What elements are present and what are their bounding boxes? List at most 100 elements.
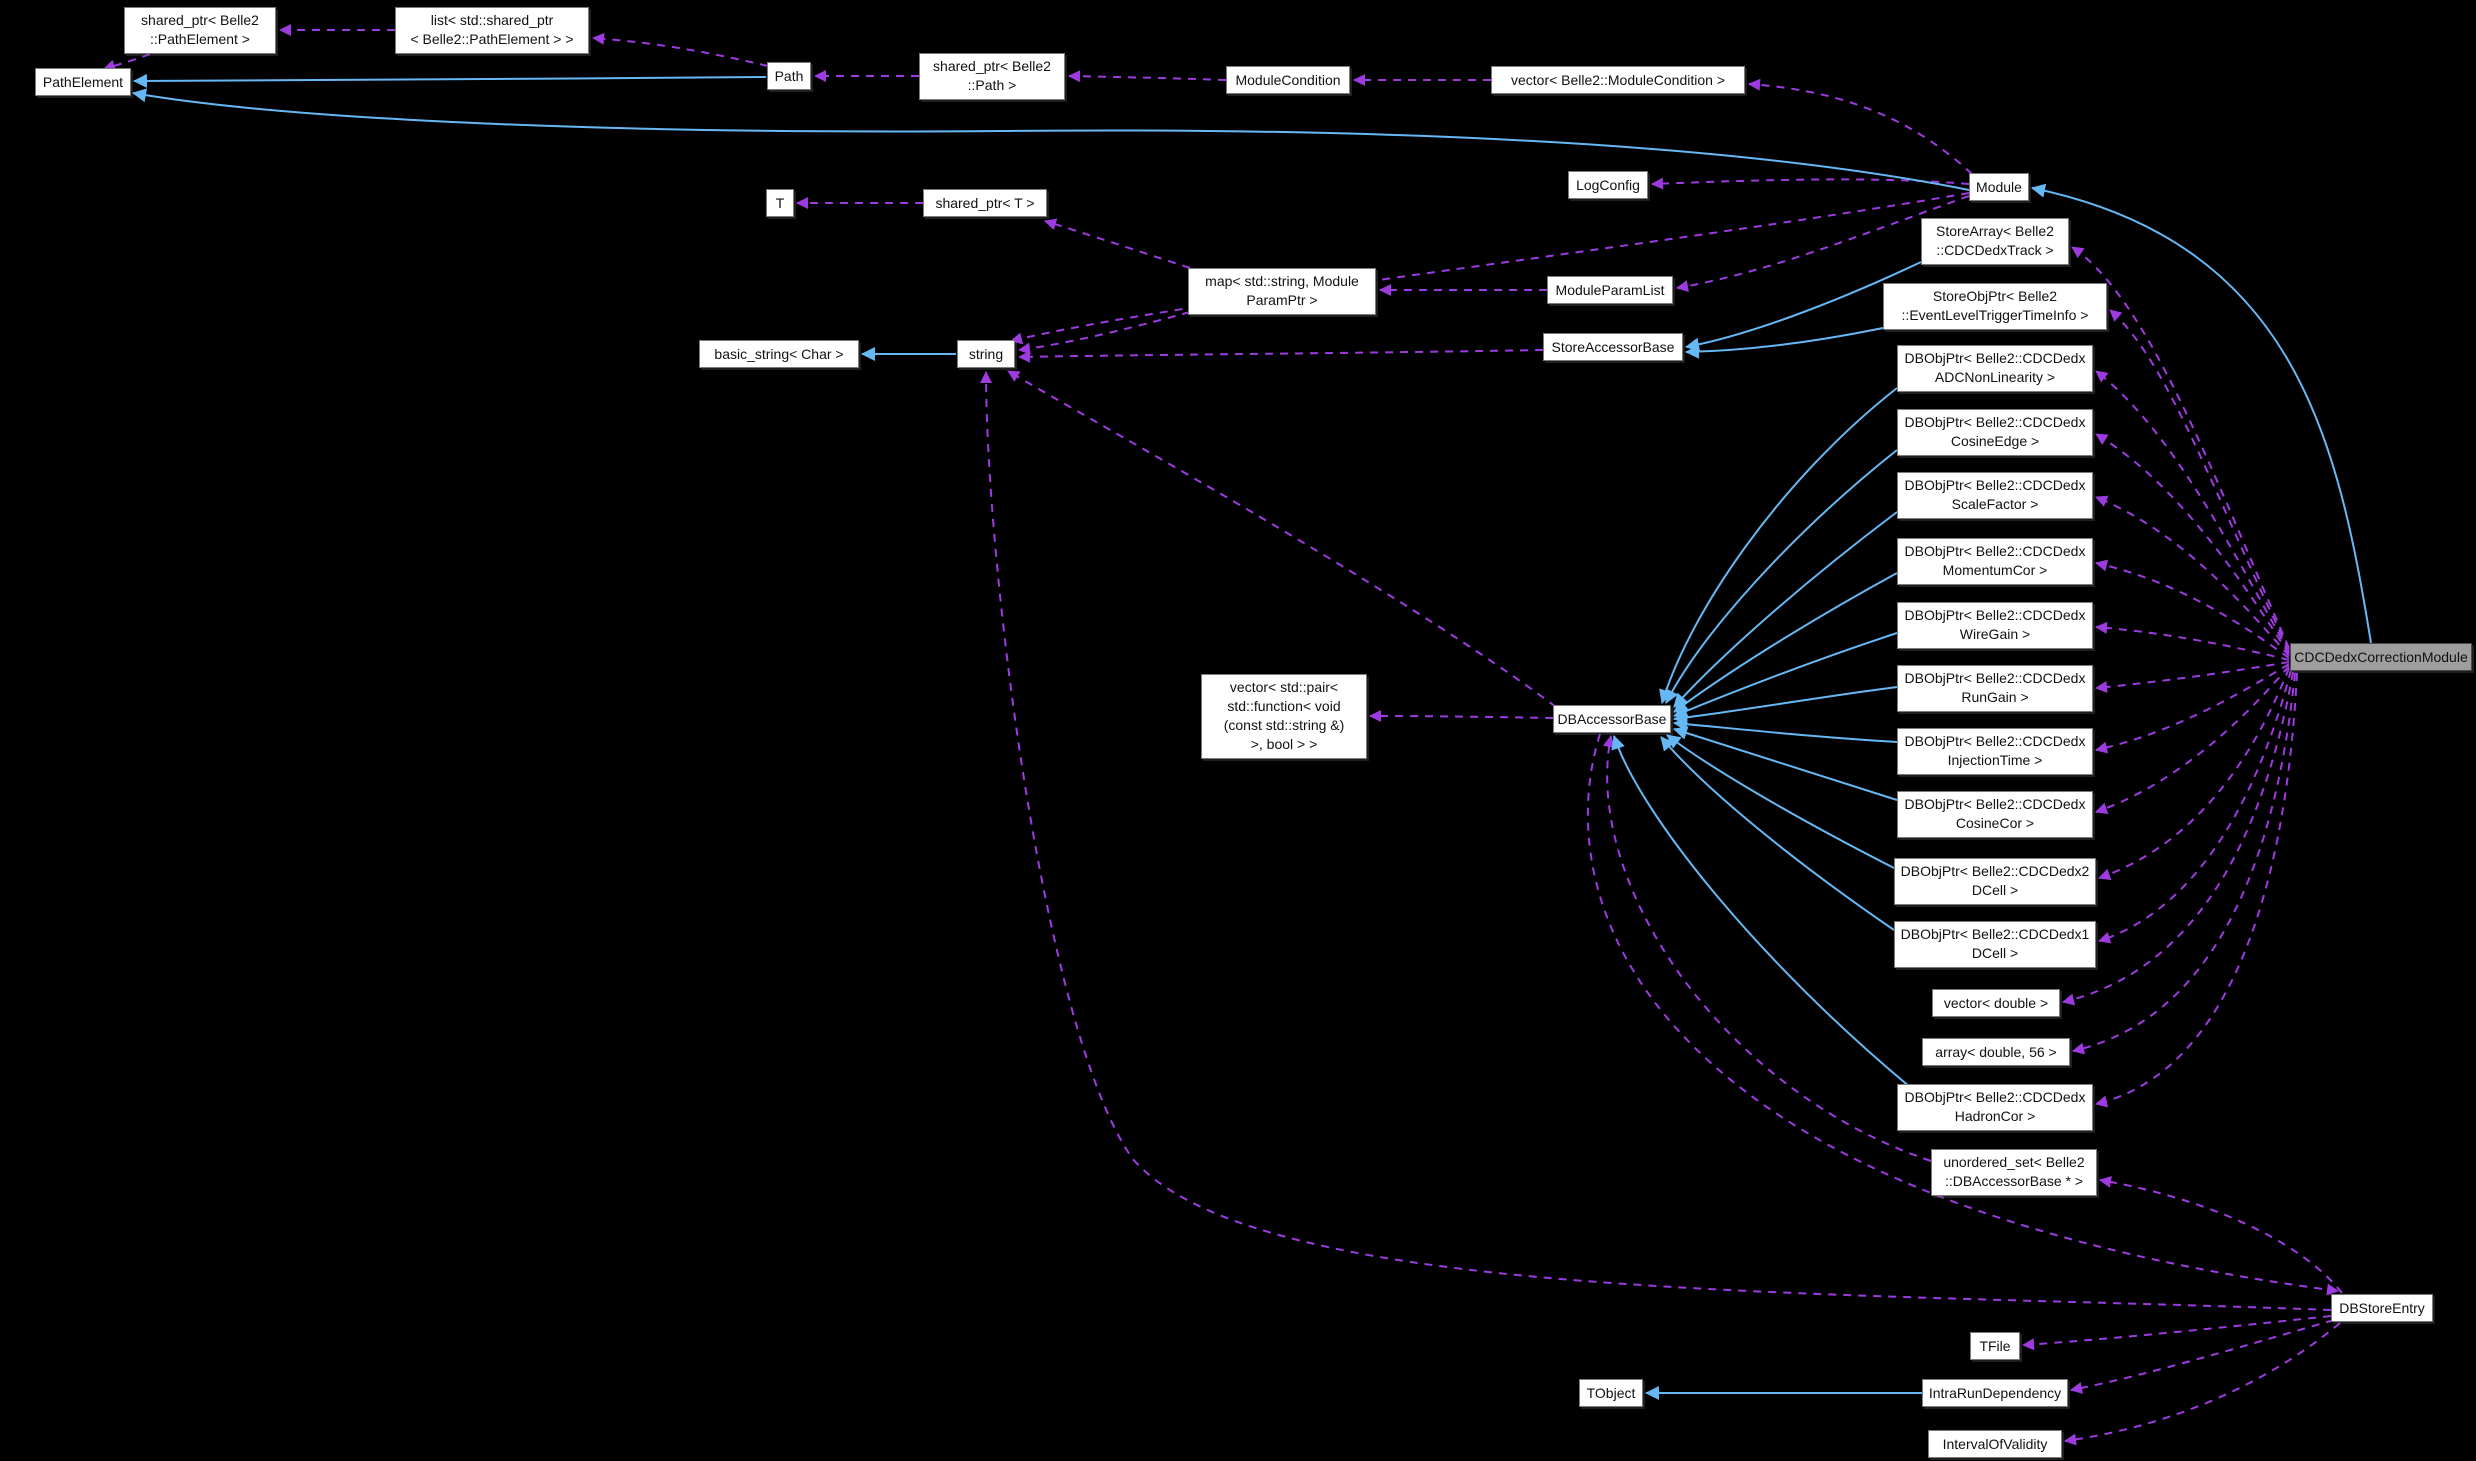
node-tobject[interactable]: TObject	[1579, 1379, 1643, 1407]
edge-cdcdedxcorrectionmodule-to-dbobj_rungain	[2095, 661, 2290, 693]
edge-cdcdedxcorrectionmodule-to-dbobj_injectiontime	[2095, 663, 2290, 754]
edge-cdcdedxcorrectionmodule-to-dbobj_2dcell	[2098, 667, 2290, 881]
node-dbobj_cosineedge[interactable]: DBObjPtr< Belle2::CDCDedx CosineEdge >	[1897, 408, 2093, 456]
edge-dbobj_1dcell-to-dbaccessorbase	[1660, 736, 1895, 931]
node-tfile[interactable]: TFile	[1970, 1332, 2020, 1360]
edge-module-to-vec_modulecondition	[1748, 78, 1973, 175]
edge-modulecondition-to-sp_path	[1068, 70, 1227, 83]
edge-dbobj_scalefactor-to-dbaccessorbase	[1673, 511, 1898, 708]
node-label-intrarundependency: IntraRunDependency	[1928, 1384, 2062, 1401]
node-dbobj_1dcell[interactable]: DBObjPtr< Belle2::CDCDedx1 DCell >	[1894, 920, 2096, 968]
node-sp_pathelement[interactable]: shared_ptr< Belle2 ::PathElement >	[124, 6, 276, 54]
node-vec_double[interactable]: vector< double >	[1932, 989, 2060, 1017]
edge-cdcdedxcorrectionmodule-to-vec_double	[2062, 671, 2294, 1006]
edge-dbobj_hadroncor-to-dbaccessorbase	[1611, 735, 1917, 1093]
node-label-intervalofvalidity: IntervalOfValidity	[1942, 1435, 2048, 1452]
edge-path-to-list_sp_pathelement	[592, 32, 769, 67]
edge-dbaccessorbase-to-dbstoreentry	[1586, 733, 2339, 1296]
edge-dbobj_momentumcor-to-dbaccessorbase	[1673, 572, 1898, 713]
node-label-dbobj_cosinecor: DBObjPtr< Belle2::CDCDedx CosineCor >	[1904, 796, 2086, 831]
edge-cdcdedxcorrectionmodule-to-storearray	[2071, 246, 2290, 649]
node-storeobjptr[interactable]: StoreObjPtr< Belle2 ::EventLevelTriggerT…	[1883, 282, 2107, 330]
node-list_sp_pathelement[interactable]: list< std::shared_ptr < Belle2::PathElem…	[395, 6, 589, 54]
edge-storeaccessorbase-to-string	[1018, 349, 1544, 363]
edge-dbaccessorbase-to-vec_pair_callbacks	[1369, 710, 1554, 723]
node-storearray[interactable]: StoreArray< Belle2 ::CDCDedxTrack >	[1921, 217, 2069, 265]
edge-cdcdedxcorrectionmodule-to-module	[2031, 183, 2372, 644]
edge-storearray-to-storeaccessorbase	[1685, 261, 1922, 352]
node-pathelement[interactable]: PathElement	[35, 68, 131, 96]
node-dbobj_adc[interactable]: DBObjPtr< Belle2::CDCDedx ADCNonLinearit…	[1897, 344, 2093, 392]
node-cdcdedxcorrectionmodule: CDCDedxCorrectionModule	[2290, 643, 2472, 671]
node-intrarundependency[interactable]: IntraRunDependency	[1922, 1379, 2068, 1407]
node-dbobj_rungain[interactable]: DBObjPtr< Belle2::CDCDedx RunGain >	[1897, 664, 2093, 712]
node-moduleparamlist[interactable]: ModuleParamList	[1547, 276, 1673, 304]
edge-dbobj_rungain-to-dbaccessorbase	[1673, 686, 1898, 725]
edge-storeobjptr-to-storeaccessorbase	[1685, 327, 1884, 359]
node-string[interactable]: string	[957, 340, 1015, 368]
edge-cdcdedxcorrectionmodule-to-dbobj_hadroncor	[2095, 672, 2298, 1108]
node-unordered_set[interactable]: unordered_set< Belle2 ::DBAccessorBase *…	[1931, 1148, 2097, 1196]
node-storeaccessorbase[interactable]: StoreAccessorBase	[1543, 333, 1683, 361]
node-label-dbobj_1dcell: DBObjPtr< Belle2::CDCDedx1 DCell >	[1900, 926, 2090, 961]
edge-cdcdedxcorrectionmodule-to-dbobj_momentumcor	[2095, 559, 2290, 659]
edge-module-to-logconfig	[1651, 177, 1970, 190]
node-dbobj_2dcell[interactable]: DBObjPtr< Belle2::CDCDedx2 DCell >	[1894, 857, 2096, 905]
node-label-logconfig: LogConfig	[1576, 176, 1640, 193]
edge-cdcdedxcorrectionmodule-to-arr_double	[2072, 672, 2296, 1055]
node-label-storeobjptr: StoreObjPtr< Belle2 ::EventLevelTriggerT…	[1901, 288, 2089, 323]
edge-dbobj_wiregain-to-dbaccessorbase	[1673, 632, 1898, 718]
node-logconfig[interactable]: LogConfig	[1568, 171, 1648, 199]
node-dbobj_cosinecor[interactable]: DBObjPtr< Belle2::CDCDedx CosineCor >	[1897, 790, 2093, 838]
node-dbobj_scalefactor[interactable]: DBObjPtr< Belle2::CDCDedx ScaleFactor >	[1897, 471, 2093, 519]
node-label-vec_double: vector< double >	[1943, 994, 2049, 1011]
node-label-vec_pair_callbacks: vector< std::pair< std::function< void (…	[1223, 679, 1345, 752]
node-path[interactable]: Path	[767, 62, 811, 90]
node-dbobj_injectiontime[interactable]: DBObjPtr< Belle2::CDCDedx InjectionTime …	[1897, 727, 2093, 775]
node-module[interactable]: Module	[1969, 173, 2029, 201]
node-intervalofvalidity[interactable]: IntervalOfValidity	[1928, 1430, 2062, 1458]
edge-cdcdedxcorrectionmodule-to-dbobj_cosinecor	[2095, 665, 2290, 815]
node-dbstoreentry[interactable]: DBStoreEntry	[2331, 1294, 2433, 1322]
node-vec_modulecondition[interactable]: vector< Belle2::ModuleCondition >	[1491, 66, 1745, 94]
edge-cdcdedxcorrectionmodule-to-dbobj_cosineedge	[2095, 433, 2290, 655]
node-dbobj_hadroncor[interactable]: DBObjPtr< Belle2::CDCDedx HadronCor >	[1897, 1083, 2093, 1131]
edge-dbobj_cosinecor-to-dbaccessorbase	[1673, 726, 1898, 801]
node-dbobj_momentumcor[interactable]: DBObjPtr< Belle2::CDCDedx MomentumCor >	[1897, 537, 2093, 585]
edge-dbobj_2dcell-to-dbaccessorbase	[1666, 734, 1895, 869]
node-label-arr_double: array< double, 56 >	[1935, 1043, 2057, 1060]
node-label-module: Module	[1976, 178, 2022, 195]
node-label-dbobj_hadroncor: DBObjPtr< Belle2::CDCDedx HadronCor >	[1904, 1089, 2086, 1124]
node-label-cdcdedxcorrectionmodule: CDCDedxCorrectionModule	[2294, 648, 2468, 665]
node-sp_path[interactable]: shared_ptr< Belle2 ::Path >	[919, 52, 1065, 100]
node-dbobj_wiregain[interactable]: DBObjPtr< Belle2::CDCDedx WireGain >	[1897, 601, 2093, 649]
node-label-path: Path	[774, 67, 804, 84]
node-basic_string[interactable]: basic_string< Char >	[699, 340, 859, 368]
node-label-dbobj_injectiontime: DBObjPtr< Belle2::CDCDedx InjectionTime …	[1904, 733, 2086, 768]
edge-dbstoreentry-to-unordered_set	[2099, 1175, 2343, 1294]
node-label-dbobj_2dcell: DBObjPtr< Belle2::CDCDedx2 DCell >	[1900, 863, 2090, 898]
node-t_node[interactable]: T	[766, 189, 794, 217]
node-dbaccessorbase[interactable]: DBAccessorBase	[1553, 705, 1671, 733]
node-label-vec_modulecondition: vector< Belle2::ModuleCondition >	[1510, 71, 1726, 88]
edge-dbstoreentry-to-intrarundependency	[2070, 1319, 2335, 1394]
node-modulecondition[interactable]: ModuleCondition	[1226, 66, 1350, 94]
node-label-modulecondition: ModuleCondition	[1235, 71, 1341, 88]
edge-dbobj_injectiontime-to-dbaccessorbase	[1673, 717, 1898, 743]
node-sp_t[interactable]: shared_ptr< T >	[923, 189, 1047, 217]
node-label-dbobj_rungain: DBObjPtr< Belle2::CDCDedx RunGain >	[1904, 670, 2086, 705]
node-arr_double[interactable]: array< double, 56 >	[1922, 1038, 2070, 1066]
node-vec_pair_callbacks[interactable]: vector< std::pair< std::function< void (…	[1201, 673, 1367, 759]
node-label-unordered_set: unordered_set< Belle2 ::DBAccessorBase *…	[1943, 1154, 2085, 1189]
edge-cdcdedxcorrectionmodule-to-dbobj_adc	[2095, 370, 2290, 653]
node-label-tobject: TObject	[1586, 1384, 1636, 1401]
edge-unordered_set-to-dbaccessorbase	[1602, 735, 1932, 1162]
node-label-dbstoreentry: DBStoreEntry	[2339, 1299, 2425, 1316]
node-label-dbaccessorbase: DBAccessorBase	[1557, 710, 1667, 727]
node-label-dbobj_wiregain: DBObjPtr< Belle2::CDCDedx WireGain >	[1904, 607, 2086, 642]
edge-sp_pathelement-to-pathelement	[103, 53, 151, 72]
node-label-dbobj_adc: DBObjPtr< Belle2::CDCDedx ADCNonLinearit…	[1904, 350, 2086, 385]
node-map_string_mpp[interactable]: map< std::string, Module ParamPtr >	[1188, 267, 1376, 315]
edge-dbstoreentry-to-intervalofvalidity	[2064, 1322, 2341, 1446]
node-label-list_sp_pathelement: list< std::shared_ptr < Belle2::PathElem…	[410, 12, 574, 47]
